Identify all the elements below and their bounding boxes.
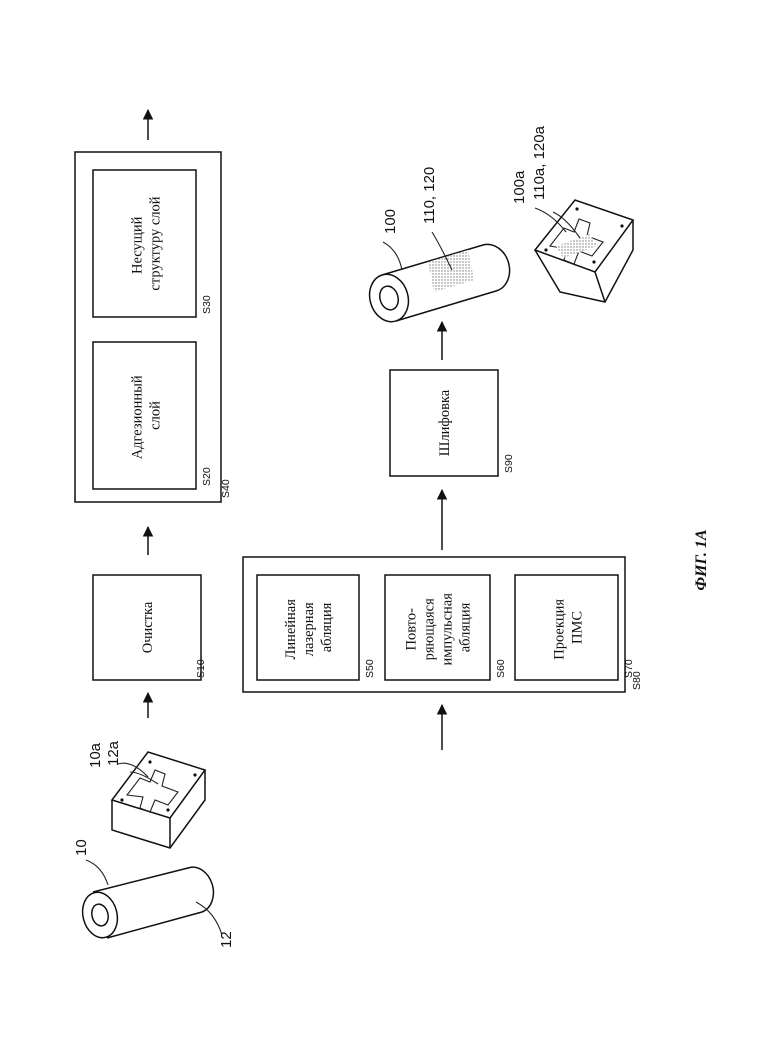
ref-label-12a: 12a — [105, 740, 122, 766]
box-s60 — [385, 575, 490, 680]
step-label-s40: S40 — [220, 479, 232, 498]
figure-label: ФИГ. 1А — [693, 529, 710, 591]
box-s90-text: Шлифовка — [437, 389, 453, 456]
ref-label-110-120: 110, 120 — [421, 167, 438, 224]
ref-label-12: 12 — [218, 931, 235, 948]
ref-label-10: 10 — [73, 839, 90, 856]
box-s50-text: Линейная лазерная абляция — [283, 595, 335, 659]
box-s30-text: Несущий структуру слой — [130, 196, 164, 290]
ref-label-10a: 10a — [87, 742, 104, 768]
step-label-s60: S60 — [495, 659, 507, 678]
step-label-s20: S20 — [201, 467, 213, 486]
leader-10a — [118, 763, 148, 777]
leader-100 — [383, 242, 402, 270]
step-label-s90: S90 — [503, 454, 515, 473]
tube-part-10 — [78, 867, 213, 941]
step-label-s30: S30 — [201, 295, 213, 314]
box-s20-text: Адгезионный слой — [130, 372, 164, 460]
leader-10 — [86, 860, 108, 885]
ref-label-100: 100 — [382, 209, 399, 234]
ref-label-110a-120a: 110a, 120a — [531, 125, 548, 200]
tube-part-100 — [364, 244, 509, 326]
box-s10-text: Очистка — [140, 601, 156, 653]
step-label-s10: S10 — [195, 659, 207, 678]
ref-label-100a: 100a — [511, 170, 528, 204]
block-part-10a — [112, 752, 205, 848]
step-label-s50: S50 — [364, 659, 376, 678]
leader-110a-120a — [553, 212, 580, 238]
leader-100a — [535, 208, 566, 232]
step-label-s70: S70 — [623, 659, 635, 678]
box-s70-text: Проекция ПМС — [552, 595, 586, 659]
box-s60-text: Повто- ряющаяся импульсная абляция — [404, 589, 474, 665]
